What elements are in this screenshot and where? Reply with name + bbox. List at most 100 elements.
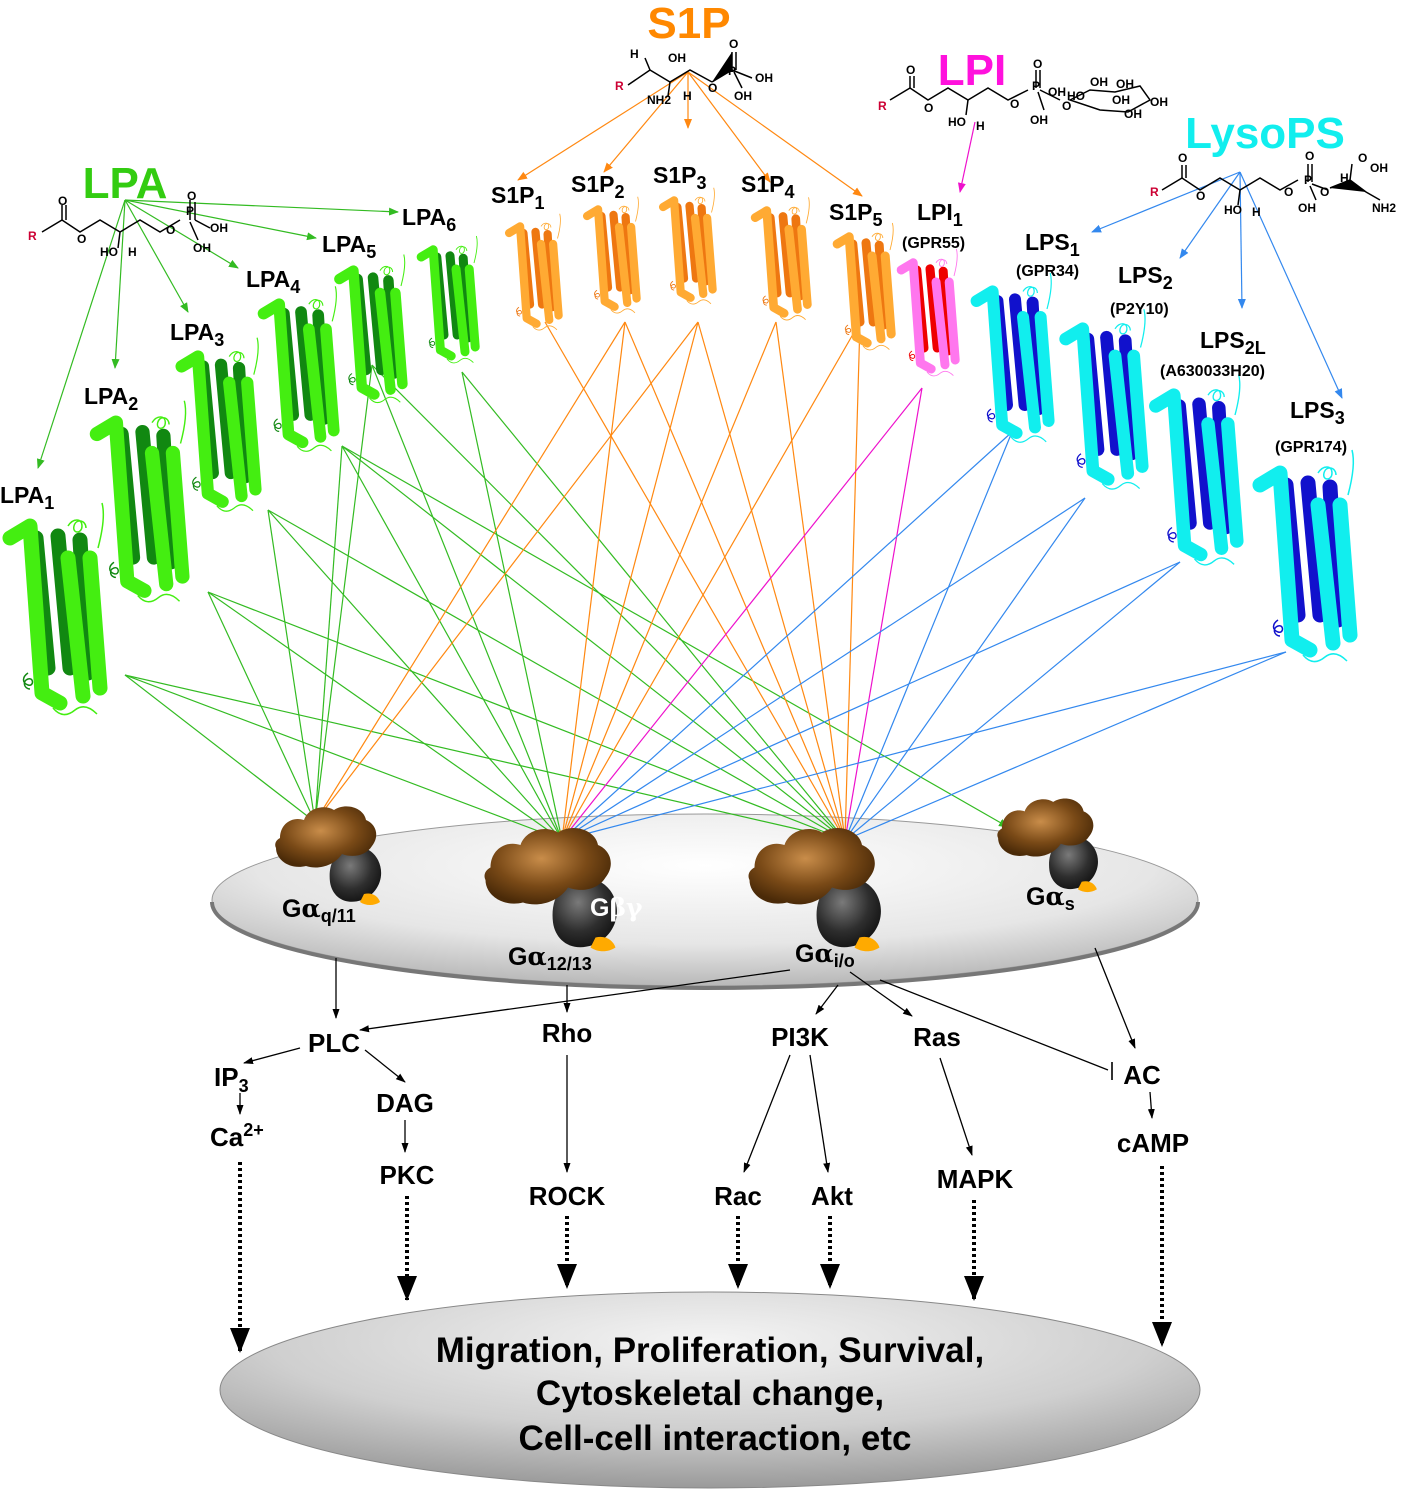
arrow-lpa-g [461,371,846,841]
arrow-lpa-g [267,509,846,841]
receptor-loop [446,357,474,364]
label-lps2: LPS2 [1118,262,1173,293]
label-lpa5: LPA5 [322,231,376,262]
helix-front [1221,417,1244,548]
receptor-loop [926,370,954,377]
receptor-loop [296,444,332,452]
helix-front [970,285,1023,440]
receptor-loop [618,196,639,222]
arrow-s1p-g [560,321,699,841]
chem-oh: OH [1090,75,1108,89]
node-ip3: IP3 [214,1062,249,1096]
receptor-loop [1272,619,1284,637]
galpha-subunit [748,827,875,905]
receptor-loop [428,337,436,349]
receptor-lpa4 [257,286,340,452]
helix-front [582,205,619,311]
arrow-lpa-g [267,509,318,823]
chem-h: H [683,89,692,103]
helix-front [334,265,380,400]
helix-back [778,212,795,298]
chem-oh: OH [1150,95,1168,109]
gprotein-labels: Gαq/11 Gα12/13 Gαi/o Gαs Gβγ [282,882,1075,974]
helix-front [320,323,340,437]
arrow-lpa-g [124,674,563,841]
ggamma-tip [1077,881,1097,893]
helix-front [60,550,91,704]
receptor-s1p3 [658,187,717,305]
helix-front [1332,497,1358,643]
label-s1p2: S1P2 [571,171,625,202]
label-s1p5: S1P5 [829,199,883,230]
receptor-loop [1101,481,1141,490]
helix-front [1201,417,1229,555]
receptor-s1p5 [832,222,896,351]
helix-front [165,445,190,584]
chem-oh: OH [755,71,773,85]
chem-o: O [77,232,86,246]
chem-nh2: NH2 [647,93,671,107]
helix-front [797,224,812,309]
arrow-lpa-g [371,364,563,841]
chem-h: H [976,119,985,133]
arrow-s1p-g [697,321,847,841]
arrow-s1p-g [314,321,699,823]
helix-front [89,415,152,598]
helix-front [690,213,708,299]
helix-front [784,224,802,314]
helix-back [72,532,96,681]
receptor-loop [670,280,676,291]
chem-h: H [630,47,639,61]
arrow-lpa-g [207,591,563,841]
arrow-lps-g [844,497,1086,841]
arrow-lpi-ligand [957,121,976,193]
arrow-lpi-g [561,387,923,841]
helix-front [1310,497,1341,651]
alias-lps1: (GPR34) [1016,263,1079,280]
receptor-s1p1 [504,213,563,331]
chem-h: H [1340,171,1349,185]
arrow-lpa-g [207,591,846,841]
node-rock: ROCK [529,1181,606,1211]
arrow-lps-g [844,431,1013,841]
label-s1p4: S1P4 [741,171,795,202]
galpha-subunit [275,806,377,868]
arrow-lps-g [561,431,1013,841]
helix-back [135,424,162,565]
chem-r: R [1150,185,1159,199]
outcome-line-2: Cytoskeletal change, [536,1374,884,1413]
helix-back [1212,401,1233,535]
helix-back [1118,334,1139,461]
node-camp: cAMP [1117,1128,1189,1158]
helix-front [614,222,632,308]
helix-front [832,232,872,348]
helix-front [144,445,174,592]
receptor-loop [516,306,522,317]
chem-r: R [615,79,624,93]
label-lps1: LPS1 [1025,229,1080,260]
receptor-lps2l [1149,374,1244,566]
receptor-loop [273,418,282,432]
arrow-s1p-ligand [517,71,689,181]
helix-back [1009,293,1031,412]
ligand-to-receptor-arrows [36,71,1343,469]
chem-ho: HO [1224,203,1242,217]
receptor-lps3 [1252,449,1358,663]
signaling-labels: PLC Rho PI3K Ras AC IP3 DAG Ca2+ PKC ROC… [210,1018,1189,1211]
label-g12: Gα12/13 [508,942,592,974]
helix-back [312,309,331,425]
node-rho: Rho [542,1018,593,1048]
receptor-loop [788,197,810,224]
chem-o: O [906,63,915,77]
s1p-structure: R H OH NH2 H O O P OH OH [615,37,773,107]
chem-oh: OH [1030,113,1048,127]
arrow-lps-ligand [1239,171,1343,399]
helix-front [257,298,309,449]
arrow-s1p-g [559,321,626,841]
label-lpa2: LPA2 [84,383,138,414]
chem-o: O [1284,185,1293,199]
chem-nh2: NH2 [1372,201,1396,215]
arrow-gi-ras [849,971,913,1017]
helix-back [938,266,953,356]
gprotein-gq [275,806,382,905]
